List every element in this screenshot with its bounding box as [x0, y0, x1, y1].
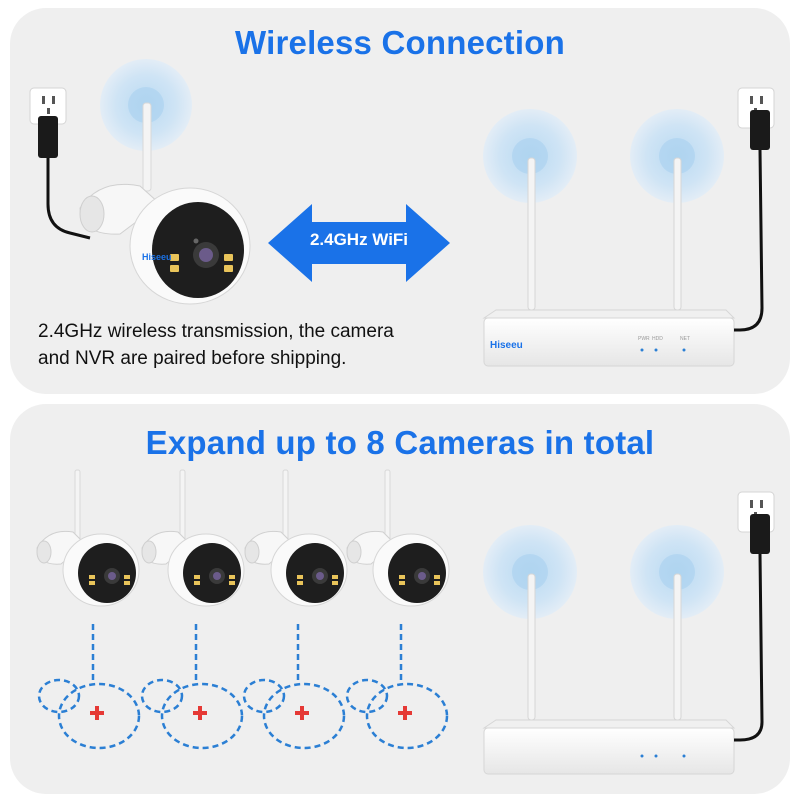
nvr-icon [482, 573, 736, 775]
wireless-description: 2.4GHz wireless transmission, the camera… [38, 318, 478, 372]
nvr-icon: Hiseeu PWR HDD NET [482, 157, 736, 367]
wireless-connection-panel: Wireless Connection [10, 8, 790, 394]
wifi-double-arrow: 2.4GHz WiFi [268, 204, 450, 282]
camera-placeholder [140, 622, 244, 750]
nvr-indicator-hdd: HDD [652, 336, 663, 342]
wireless-description-line: and NVR are paired before shipping. [38, 348, 347, 369]
camera-icon [141, 469, 245, 607]
double-arrow-icon [268, 204, 450, 282]
wifi-band-label: 2.4GHz WiFi [309, 230, 409, 249]
nvr-indicator-pwr: PWR [638, 336, 650, 342]
camera-brand-label: Hiseeu [142, 252, 172, 262]
expand-cameras-title: Expand up to 8 Cameras in total [145, 424, 655, 461]
power-outlet-icon [29, 87, 67, 125]
camera-icon: Hiseeu [79, 102, 251, 305]
camera-icon [244, 469, 348, 607]
wireless-description-line: 2.4GHz wireless transmission, the camera [38, 321, 394, 342]
power-adapter-icon [38, 116, 91, 240]
power-adapter-icon [734, 514, 770, 742]
camera-placeholder [242, 622, 346, 750]
camera-icon [36, 469, 140, 607]
nvr-indicator-net: NET [680, 336, 690, 342]
camera-icon [346, 469, 450, 607]
camera-placeholder [345, 622, 449, 750]
wireless-illustration: Hiseeu Hiseeu PWR HDD NET [29, 59, 775, 367]
camera-placeholder [37, 622, 141, 750]
power-adapter-icon [734, 110, 770, 332]
expand-cameras-panel: Expand up to 8 Cameras in total [10, 404, 790, 794]
wireless-connection-title: Wireless Connection [235, 24, 565, 61]
nvr-brand-label: Hiseeu [490, 340, 523, 351]
expand-illustration [36, 469, 775, 775]
